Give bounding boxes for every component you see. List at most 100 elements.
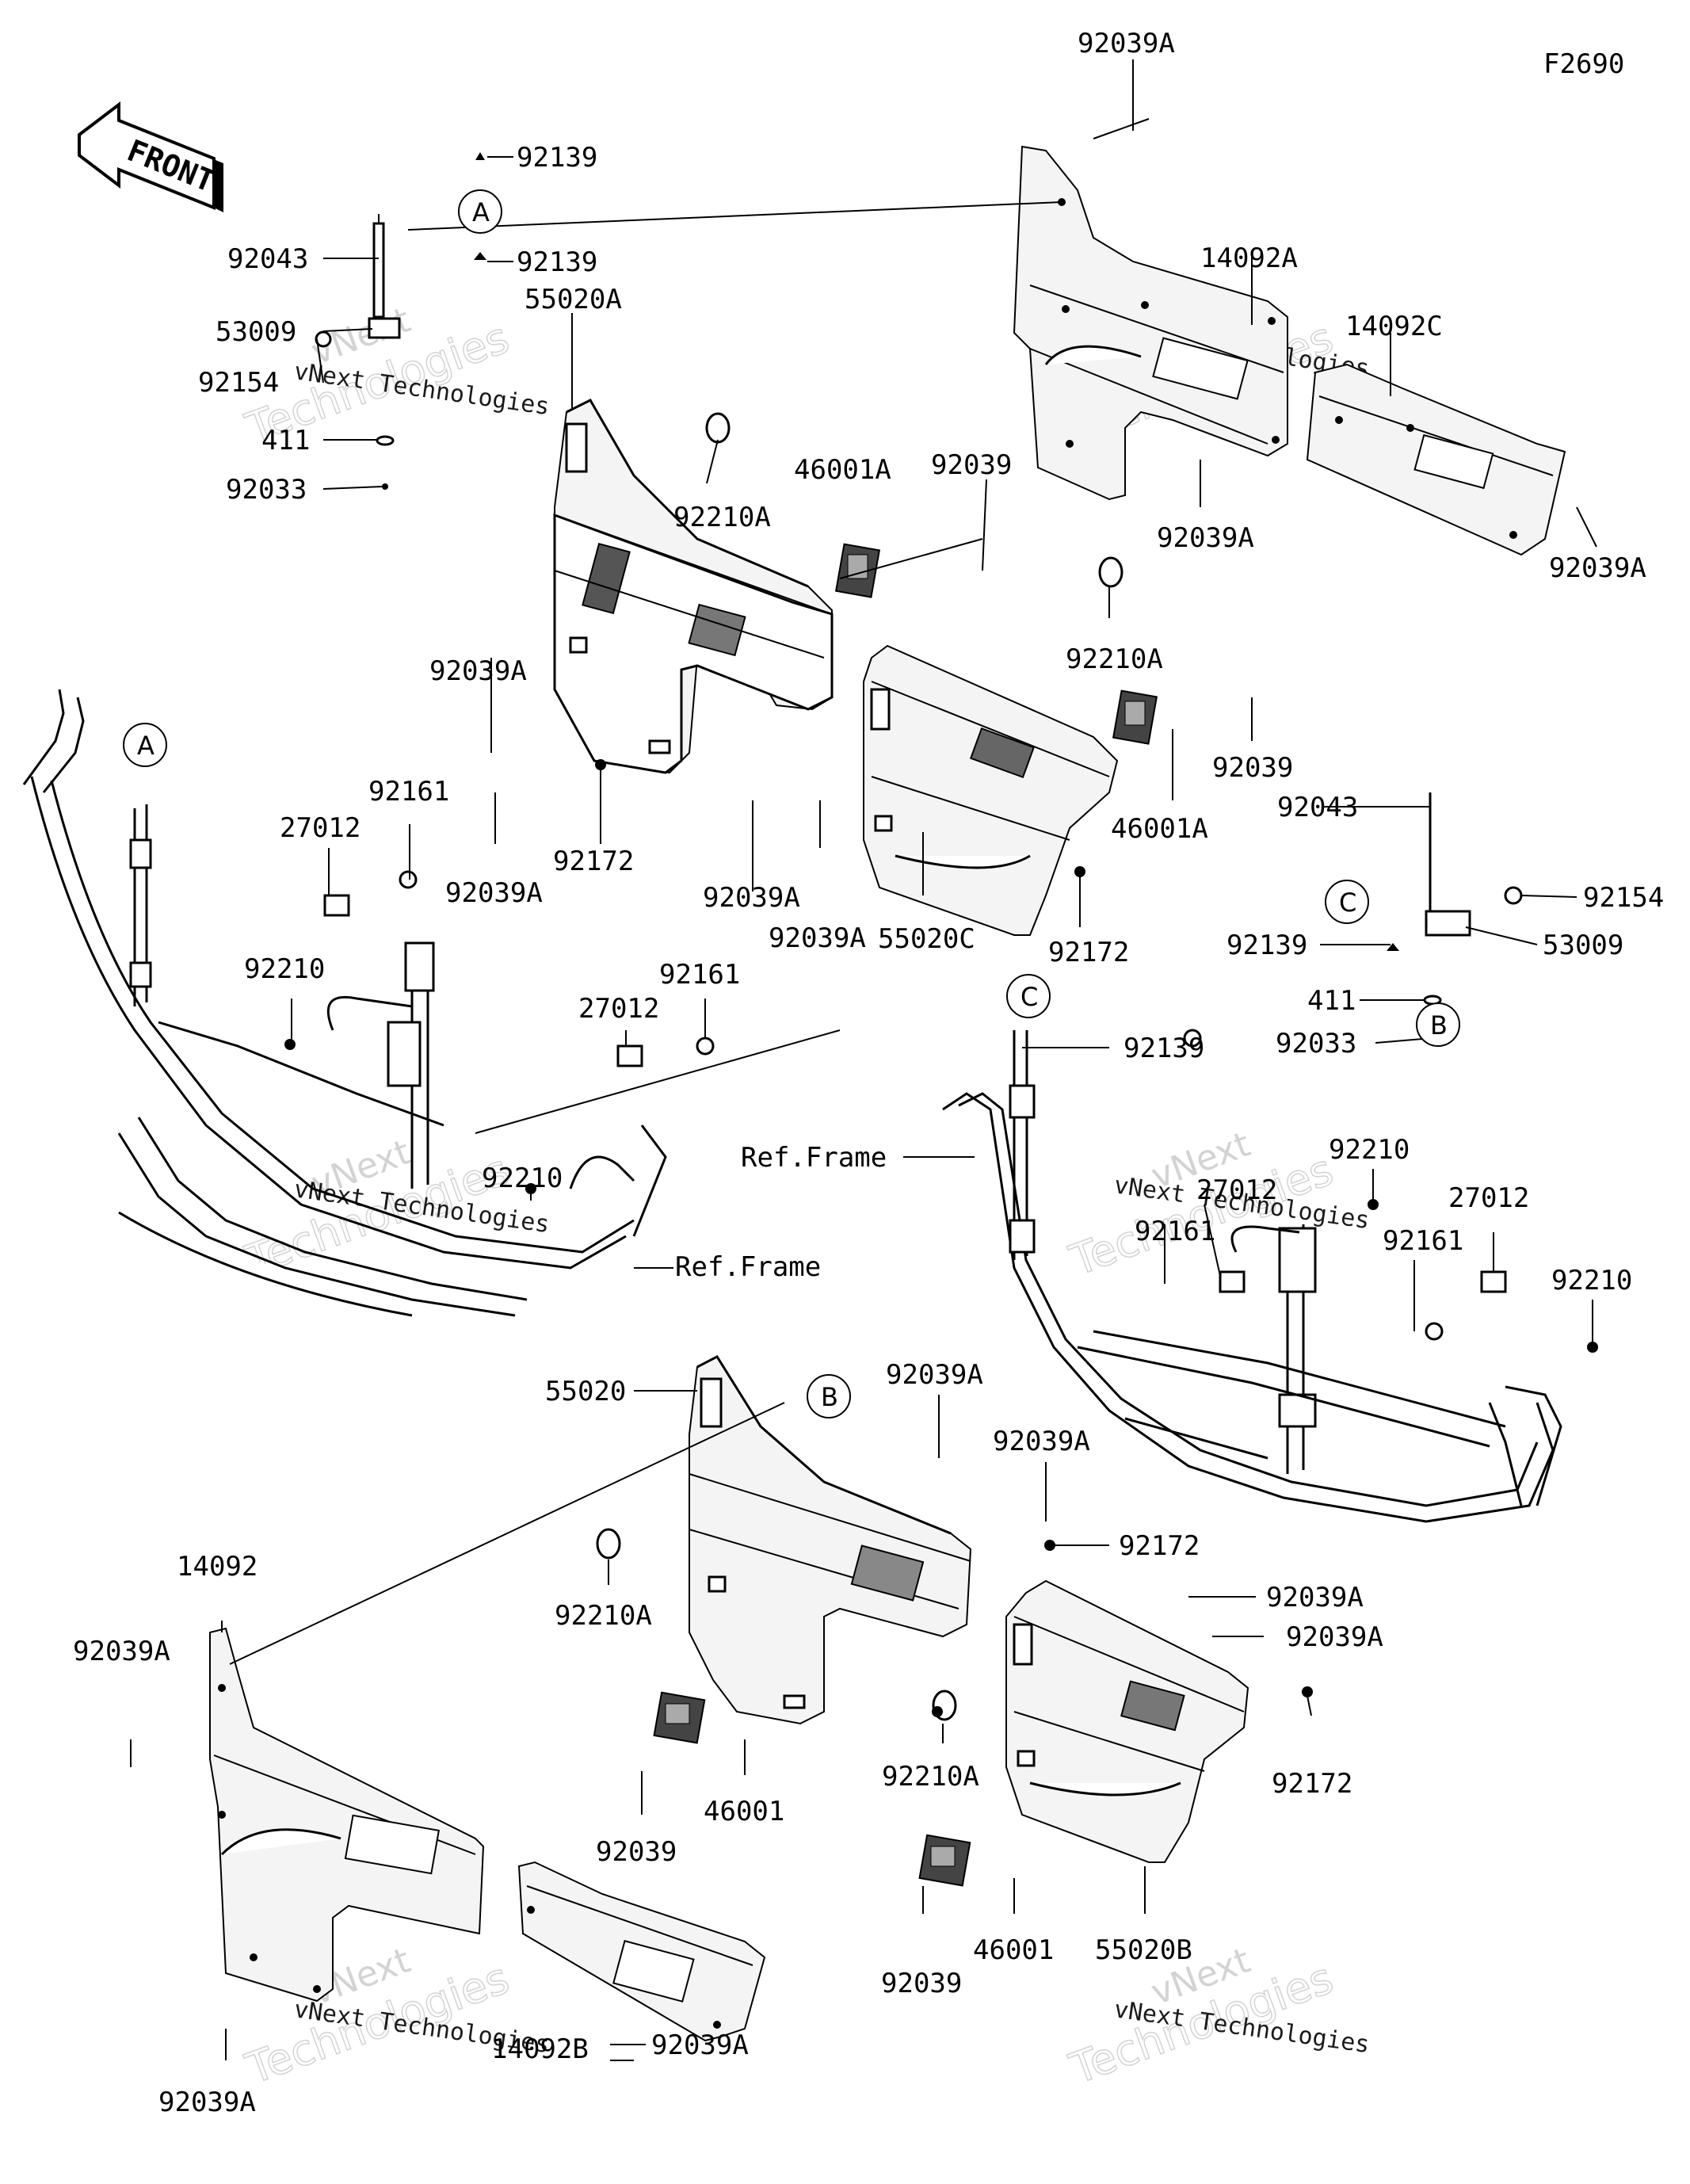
part-label: 92039A (703, 882, 800, 914)
part-label: 14092 (177, 1551, 258, 1583)
callout-letter: C (1339, 888, 1356, 918)
door-panel-55020b (1005, 1579, 1249, 1863)
latch-46001-right (918, 1834, 971, 1887)
callout-a-upper: A (458, 189, 502, 234)
callout-letter: A (137, 731, 155, 761)
part-label: 92172 (1048, 937, 1129, 968)
part-label: 92139 (517, 246, 597, 278)
latch-46001a-right (1112, 689, 1158, 745)
part-label: 92033 (1276, 1028, 1356, 1060)
part-label: 46001 (704, 1796, 784, 1827)
part-label: 92210 (482, 1163, 563, 1194)
part-label: 92039A (886, 1359, 983, 1391)
trim-panel-14092a (1013, 145, 1288, 501)
frame-left (22, 689, 667, 1317)
door-panel-55020c (863, 644, 1119, 936)
part-label: 92039 (1212, 752, 1293, 784)
part-label: 92172 (553, 846, 634, 877)
callout-b-right: B (1416, 1002, 1460, 1047)
part-label: 92172 (1272, 1768, 1352, 1800)
callout-b-lower: B (807, 1374, 851, 1418)
front-arrow-icon: FRONT (78, 101, 223, 212)
part-label: 92043 (227, 243, 308, 275)
part-label: 55020C (878, 923, 975, 955)
part-label: 92039A (1078, 28, 1175, 59)
part-label: 92039A (1266, 1582, 1364, 1613)
door-panel-55020 (689, 1355, 972, 1725)
part-label: 53009 (1543, 930, 1623, 961)
part-label: 92039 (931, 449, 1012, 481)
part-label: 92210A (673, 502, 771, 533)
part-label: 92210A (882, 1761, 979, 1793)
part-labels: 92039A 92139 92139 92043 53009 92154 411… (73, 28, 1664, 2118)
part-label: 92039A (445, 877, 543, 909)
frame-right (942, 1030, 1562, 1523)
trim-panel-14092c (1306, 363, 1566, 556)
latch-46001a-upper (834, 543, 881, 598)
part-label: 411 (1307, 985, 1356, 1017)
part-label: 92039A (993, 1426, 1090, 1457)
part-label: 14092B (491, 2033, 589, 2065)
part-label: 92039A (1549, 552, 1646, 584)
part-label: 46001A (1111, 813, 1208, 845)
trim-panel-14092b (517, 1861, 766, 2042)
part-label: 92161 (1135, 1216, 1215, 1247)
part-label: 92033 (226, 474, 307, 506)
part-label: 92161 (659, 959, 740, 991)
part-label: 14092A (1200, 242, 1298, 274)
part-label: 27012 (1448, 1182, 1529, 1214)
callout-a-frame: A (123, 723, 167, 767)
part-label: 92039 (596, 1836, 677, 1868)
part-label: 92210A (555, 1600, 652, 1632)
part-label: 92154 (198, 367, 279, 399)
hinge-assembly-front-right (1387, 792, 1523, 1041)
part-label: 92039A (1286, 1621, 1383, 1653)
callout-letter: B (1430, 1010, 1448, 1040)
hinge-assembly-front-left (315, 152, 486, 490)
part-label: 92161 (368, 776, 449, 808)
part-label: 92139 (517, 142, 597, 174)
callout-letter: C (1020, 982, 1038, 1012)
part-label: 46001A (794, 454, 891, 486)
part-label: 92139 (1226, 930, 1307, 961)
part-label: 92210 (1551, 1265, 1632, 1296)
part-label: 53009 (216, 316, 296, 348)
part-label: 55020 (545, 1376, 626, 1407)
diagram-code: F2690 (1543, 48, 1624, 80)
part-label: 92039A (73, 1636, 170, 1667)
callout-c-right: C (1325, 880, 1369, 924)
part-label: 27012 (280, 812, 361, 844)
part-label: 92172 (1119, 1530, 1200, 1562)
door-panel-55020a (553, 399, 834, 774)
part-label: 92154 (1583, 882, 1664, 914)
callout-letter: A (472, 197, 490, 227)
trim-panel-14092 (209, 1627, 485, 2003)
part-label: 92039A (429, 655, 527, 687)
part-label: 92039A (769, 922, 866, 954)
part-label: 92210 (1329, 1134, 1410, 1166)
part-label: 55020B (1095, 1934, 1192, 1966)
part-label: 92039A (158, 2087, 256, 2118)
part-label: 92161 (1383, 1225, 1463, 1257)
part-label: 14092C (1345, 311, 1443, 342)
callout-letter: B (821, 1382, 838, 1412)
part-label: 92039A (651, 2029, 749, 2061)
part-label: 46001 (973, 1934, 1054, 1966)
ref-frame-label: Ref.Frame (675, 1251, 821, 1283)
part-label: 27012 (578, 993, 659, 1025)
fasteners (284, 412, 1598, 1721)
part-label: 55020A (525, 284, 622, 315)
part-label: 92039 (881, 1968, 962, 1999)
leader-lines (130, 59, 1597, 2061)
callout-c-frame: C (1006, 974, 1051, 1018)
part-label: 92210 (244, 953, 325, 985)
part-label: 92043 (1277, 792, 1358, 823)
part-label: 92210A (1066, 643, 1163, 675)
part-label: 92139 (1123, 1033, 1204, 1064)
ref-frame-label: Ref.Frame (741, 1142, 887, 1174)
part-label: 92039A (1157, 522, 1254, 554)
part-label: 411 (261, 425, 310, 456)
latch-46001-left (653, 1691, 706, 1744)
part-label: 27012 (1196, 1174, 1277, 1206)
